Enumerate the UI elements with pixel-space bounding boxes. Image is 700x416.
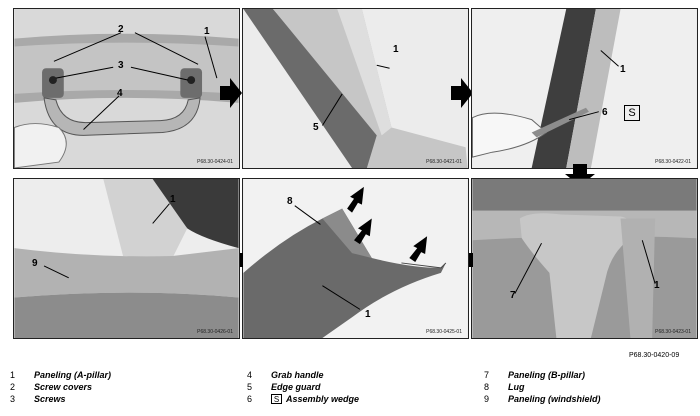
b-pillar-illustration [472,179,697,338]
arrow-down-icon [565,164,595,186]
callout-5: 5 [313,122,319,133]
panel-code: P68.30-0425-01 [426,329,462,335]
callout-1: 1 [654,280,660,291]
panel-lug: 8 1 P68.30-0425-01 [242,178,469,339]
windshield-paneling-illustration [14,179,239,338]
callout-2: 2 [118,24,124,35]
callout-6: 6 [602,107,608,118]
panel-code: P68.30-0424-01 [197,159,233,165]
callout-1: 1 [170,194,176,205]
arrow-right-icon [451,78,473,108]
callout-9: 9 [32,258,38,269]
assembly-wedge-icon: S [271,394,282,404]
callout-7: 7 [510,290,516,301]
a-pillar-illustration [243,9,468,168]
arrow-right-icon [220,78,242,108]
grab-handle-illustration [14,9,239,168]
panel-windshield: 1 9 P68.30-0426-01 [13,178,240,339]
callout-1: 1 [365,309,371,320]
wedge-illustration [472,9,697,168]
panel-assembly-wedge: 1 6 S P68.30-0422-01 [471,8,698,169]
panel-code: P68.30-0422-01 [655,159,691,165]
panel-code: P68.30-0423-01 [655,329,691,335]
callout-1: 1 [620,64,626,75]
panel-edge-guard: 1 5 P68.30-0421-01 [242,8,469,169]
callout-1: 1 [393,44,399,55]
panel-code: P68.30-0426-01 [197,329,233,335]
callout-3: 3 [118,60,124,71]
panel-code: P68.30-0421-01 [426,159,462,165]
callout-1: 1 [204,26,210,37]
callout-4: 4 [117,88,123,99]
panel-grab-handle: 2 1 3 4 P68.30-0424-01 [13,8,240,169]
panel-b-pillar: 7 1 P68.30-0423-01 [471,178,698,339]
lug-illustration [243,179,468,338]
figure-reference: P68.30-0420-09 [629,352,680,359]
callout-8: 8 [287,196,293,207]
assembly-wedge-icon: S [624,105,640,121]
